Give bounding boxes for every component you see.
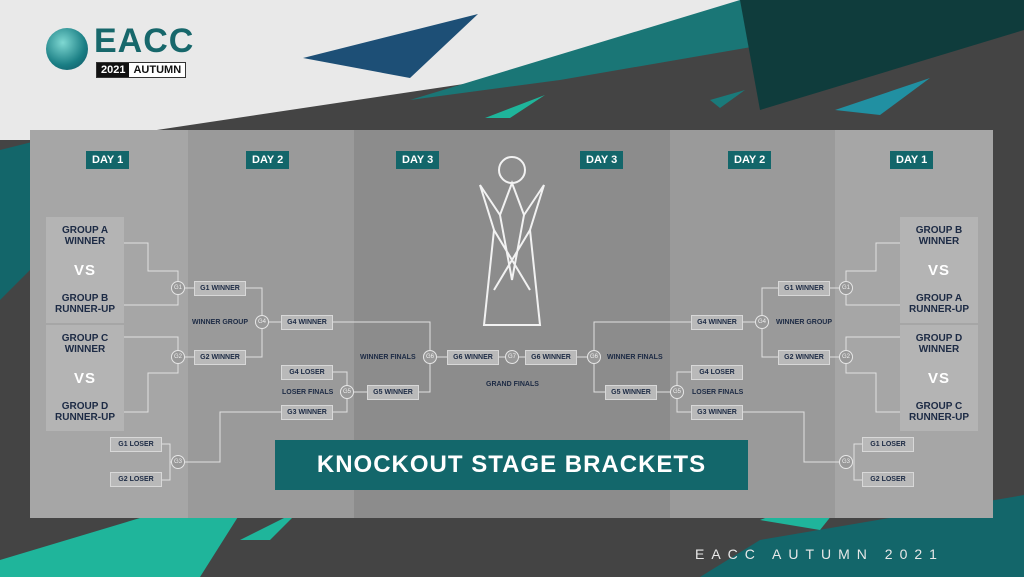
- slot-g4-winner: G4 WINNER: [691, 315, 743, 330]
- label-grand-finals: GRAND FINALS: [486, 381, 539, 388]
- slot-g1-loser: G1 LOSER: [110, 437, 162, 452]
- team-label: GROUP D WINNER: [915, 333, 963, 355]
- day-label: DAY 2: [728, 151, 772, 169]
- day-label: DAY 2: [246, 151, 290, 169]
- game-g2: G2: [839, 350, 853, 364]
- game-g5: G5: [670, 385, 684, 399]
- slot-g6-winner: G6 WINNER: [525, 350, 577, 365]
- label-winner-finals: WINNER FINALS: [360, 354, 416, 361]
- label-winner-group: WINNER GROUP: [192, 319, 248, 326]
- slot-g4-loser: G4 LOSER: [691, 365, 743, 380]
- vs-label: VS: [73, 261, 96, 279]
- game-g6: G6: [587, 350, 601, 364]
- game-g1: G1: [171, 281, 185, 295]
- group-matchup-c-d: GROUP C WINNER VS GROUP D RUNNER-UP: [46, 325, 124, 431]
- slot-g2-loser: G2 LOSER: [110, 472, 162, 487]
- day-label: DAY 1: [86, 151, 130, 169]
- game-g4: G4: [255, 315, 269, 329]
- globe-icon: [46, 28, 88, 70]
- slot-g2-winner: G2 WINNER: [194, 350, 246, 365]
- day-label: DAY 1: [890, 151, 934, 169]
- logo-name: EACC: [94, 22, 195, 60]
- slot-g1-winner: G1 WINNER: [194, 281, 246, 296]
- slot-g5-winner: G5 WINNER: [605, 385, 657, 400]
- day-label: DAY 3: [580, 151, 624, 169]
- slot-g6-winner: G6 WINNER: [447, 350, 499, 365]
- team-label: GROUP C WINNER: [61, 333, 109, 355]
- game-g6: G6: [423, 350, 437, 364]
- game-g2: G2: [171, 350, 185, 364]
- label-loser-finals: LOSER FINALS: [282, 389, 334, 396]
- label-winner-finals: WINNER FINALS: [607, 354, 663, 361]
- footer-text: EACC AUTUMN 2021: [695, 546, 944, 562]
- slot-g4-loser: G4 LOSER: [281, 365, 333, 380]
- game-g7: G7: [505, 350, 519, 364]
- team-label: GROUP B RUNNER-UP: [55, 293, 115, 315]
- label-loser-finals: LOSER FINALS: [692, 389, 744, 396]
- vs-label: VS: [927, 261, 950, 279]
- logo-season: AUTUMN: [129, 63, 186, 77]
- team-label: GROUP A RUNNER-UP: [909, 293, 969, 315]
- column-day1-right: [835, 130, 993, 518]
- logo-year: 2021: [97, 63, 130, 77]
- team-label: GROUP D RUNNER-UP: [55, 401, 115, 423]
- game-g1: G1: [839, 281, 853, 295]
- slot-g1-loser: G1 LOSER: [862, 437, 914, 452]
- team-label: GROUP B WINNER: [915, 225, 963, 247]
- game-g3: G3: [171, 455, 185, 469]
- slot-g2-loser: G2 LOSER: [862, 472, 914, 487]
- banner-title: KNOCKOUT STAGE BRACKETS: [275, 440, 748, 490]
- group-matchup-b-a: GROUP B WINNER VS GROUP A RUNNER-UP: [900, 217, 978, 323]
- slot-g3-winner: G3 WINNER: [281, 405, 333, 420]
- team-label: GROUP A WINNER: [61, 225, 109, 247]
- vs-label: VS: [73, 369, 96, 387]
- slot-g5-winner: G5 WINNER: [367, 385, 419, 400]
- team-label: GROUP C RUNNER-UP: [909, 401, 969, 423]
- game-g4: G4: [755, 315, 769, 329]
- group-matchup-a-b: GROUP A WINNER VS GROUP B RUNNER-UP: [46, 217, 124, 323]
- slot-g3-winner: G3 WINNER: [691, 405, 743, 420]
- slot-g4-winner: G4 WINNER: [281, 315, 333, 330]
- logo: EACC 2021 AUTUMN: [38, 22, 218, 82]
- label-winner-group: WINNER GROUP: [776, 319, 832, 326]
- group-matchup-d-c: GROUP D WINNER VS GROUP C RUNNER-UP: [900, 325, 978, 431]
- column-day1-left: [30, 130, 188, 518]
- day-label: DAY 3: [396, 151, 440, 169]
- game-g3: G3: [839, 455, 853, 469]
- vs-label: VS: [927, 369, 950, 387]
- game-g5: G5: [340, 385, 354, 399]
- slot-g1-winner: G1 WINNER: [778, 281, 830, 296]
- slot-g2-winner: G2 WINNER: [778, 350, 830, 365]
